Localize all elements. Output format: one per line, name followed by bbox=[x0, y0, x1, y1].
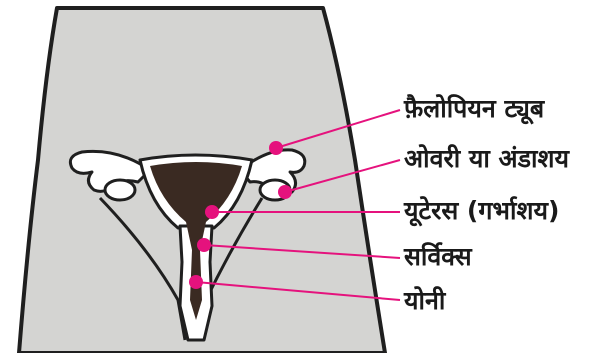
pointer-dot-vagina bbox=[189, 275, 203, 289]
pointer-dot-ovary bbox=[278, 185, 292, 199]
label-ovary: ओवरी या अंडाशय bbox=[404, 146, 569, 171]
label-fallopian-tube: फ़ैलोपियन ट्यूब bbox=[404, 96, 544, 121]
pointer-dot-cervix bbox=[197, 238, 211, 252]
label-uterus: यूटेरस (गर्भाशय) bbox=[404, 198, 559, 223]
pointer-dot-uterus bbox=[205, 205, 219, 219]
left-ovary bbox=[105, 180, 135, 200]
label-cervix: सर्विक्स bbox=[404, 244, 472, 269]
pointer-dot-fallopian-tube bbox=[269, 141, 283, 155]
label-vagina: योनी bbox=[404, 288, 445, 313]
